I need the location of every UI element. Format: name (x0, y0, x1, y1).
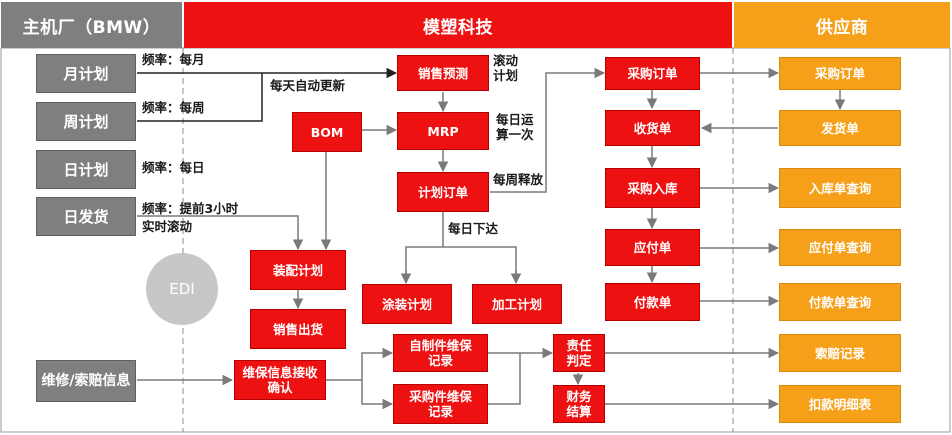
sales-forecast-box[interactable]: 销售预测 (397, 55, 489, 91)
monthly-plan-box[interactable]: 月计划 (36, 54, 136, 93)
arrow-plan-split (405, 246, 517, 282)
header-supplier: 供应商 (734, 2, 950, 48)
note-freq-day: 频率：每日 (142, 160, 205, 175)
supplier-deduction-box[interactable]: 扣款明细表 (779, 385, 901, 423)
supplier-in-query-box[interactable]: 入库单查询 (779, 168, 901, 208)
paint-plan-box[interactable]: 涂装计划 (362, 284, 452, 324)
self-made-record-box[interactable]: 自制件维保记录 (393, 334, 488, 372)
note-realtime: 实时滚动 (142, 219, 193, 234)
header-oem: 主机厂（BMW） (1, 2, 182, 48)
daily-shipping-box[interactable]: 日发货 (36, 197, 136, 236)
supplier-delivery-box[interactable]: 发货单 (779, 110, 901, 146)
payable-box[interactable]: 应付单 (605, 229, 700, 266)
supplier-po-box[interactable]: 采购订单 (779, 57, 901, 90)
note-rolling: 滚动计划 (493, 53, 519, 83)
responsibility-box[interactable]: 责任判定 (553, 334, 605, 372)
arrow-purchased-to-resp (488, 353, 521, 405)
diagram-frame (0, 47, 951, 433)
maint-confirm-box[interactable]: 维保信息接收确认 (234, 360, 326, 400)
note-auto-update: 每天自动更新 (270, 78, 346, 93)
sales-shipping-box[interactable]: 销售出货 (250, 309, 346, 349)
bom-box[interactable]: BOM (292, 112, 362, 152)
receipt-box[interactable]: 收货单 (605, 110, 700, 146)
weekly-plan-box[interactable]: 周计划 (36, 102, 136, 141)
repair-claim-box[interactable]: 维修/索赔信息 (36, 360, 136, 402)
note-freq-month: 频率：每月 (142, 52, 205, 67)
arrow-plan-to-po (490, 67, 606, 193)
edi-badge: EDI (146, 253, 218, 325)
note-daily-once: 每日运算一次 (496, 112, 534, 142)
finance-box[interactable]: 财务结算 (553, 385, 605, 423)
arrow-shipping-to-assembly (137, 215, 304, 251)
note-daily-issue: 每日下达 (448, 221, 499, 236)
note-weekly-release: 每周释放 (493, 172, 544, 187)
assembly-plan-box[interactable]: 装配计划 (250, 250, 346, 290)
note-freq-week: 频率：每周 (142, 100, 205, 115)
mrp-box[interactable]: MRP (397, 112, 489, 150)
arrow-confirm-to-purchased (361, 380, 394, 410)
payment-box[interactable]: 付款单 (605, 283, 700, 321)
arrow-weekly-merge (137, 73, 263, 122)
note-freq-3h: 频率：提前3小时 (142, 201, 239, 216)
purchase-in-box[interactable]: 采购入库 (605, 168, 700, 208)
supplier-payment-query-box[interactable]: 付款单查询 (779, 283, 901, 321)
machining-plan-box[interactable]: 加工计划 (472, 284, 562, 324)
arrow-confirm-to-selfmade (326, 347, 394, 381)
purchase-order-box[interactable]: 采购订单 (605, 57, 700, 90)
supplier-payable-query-box[interactable]: 应付单查询 (779, 229, 901, 266)
daily-plan-box[interactable]: 日计划 (36, 150, 136, 189)
supplier-claim-record-box[interactable]: 索赔记录 (779, 334, 901, 372)
purchased-record-box[interactable]: 采购件维保记录 (393, 384, 488, 424)
plan-order-box[interactable]: 计划订单 (397, 172, 489, 212)
header-mold: 模塑科技 (184, 2, 732, 48)
